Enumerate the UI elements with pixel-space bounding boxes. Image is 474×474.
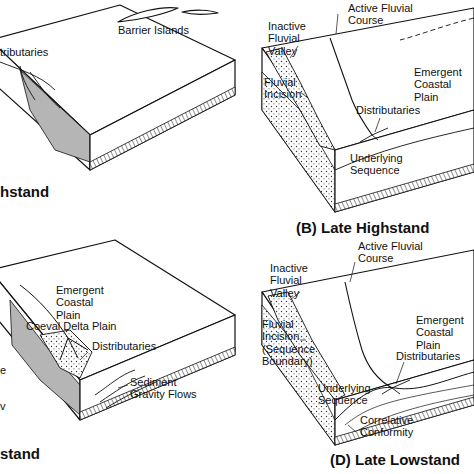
feature-label: Inactive Fluvial Valley bbox=[270, 262, 326, 299]
feature-label: Barrier Islands bbox=[118, 24, 208, 36]
feature-label: Emergent Coastal Plain bbox=[56, 284, 120, 321]
panel-b-block bbox=[262, 8, 474, 212]
leader-line bbox=[348, 425, 356, 432]
panel-d-block bbox=[262, 250, 474, 445]
feature-label: Distributaries bbox=[356, 104, 436, 116]
leader-line bbox=[375, 118, 380, 132]
feature-label: Fluvial Incision bbox=[264, 76, 312, 101]
leader-line bbox=[300, 340, 306, 341]
feature-label: Inactive Fluvial Valley bbox=[268, 20, 324, 57]
leader-line bbox=[118, 385, 128, 388]
left-face bbox=[0, 40, 90, 170]
feature-label: Underlying Sequence bbox=[318, 382, 378, 407]
feature-label: Distributaries bbox=[396, 350, 474, 362]
leader-line bbox=[80, 352, 88, 360]
panel-caption: stand bbox=[0, 446, 80, 463]
leader-line bbox=[396, 362, 404, 384]
feature-label: Fluvial Incision (Sequence Boundary) bbox=[262, 318, 320, 367]
feature-label: e bbox=[0, 364, 20, 376]
feature-label: Emergent Coastal Plain bbox=[414, 66, 470, 103]
feature-label: Emergent Coastal Plain bbox=[416, 314, 472, 351]
feature-label: Active Fluvial Course bbox=[348, 2, 420, 27]
leader-line bbox=[336, 14, 338, 34]
distributaries bbox=[360, 128, 388, 142]
shelf-slope bbox=[20, 70, 90, 162]
active-fluvial-course bbox=[330, 38, 372, 135]
basal-strata bbox=[90, 87, 235, 170]
feature-label: Correlative Conformity bbox=[360, 414, 440, 439]
feature-label: Active Fluvial Course bbox=[358, 240, 430, 265]
barrier-island bbox=[182, 10, 218, 14]
feature-label: tributaries bbox=[0, 46, 70, 58]
panel-caption: hstand bbox=[0, 184, 80, 201]
active-fluvial-course bbox=[345, 282, 392, 388]
shoreline-trace bbox=[400, 18, 474, 40]
feature-label: v bbox=[0, 400, 20, 412]
distributaries bbox=[382, 380, 410, 394]
panel-a-block bbox=[0, 5, 235, 170]
panel-caption: (B) Late Highstand bbox=[296, 220, 466, 237]
right-face bbox=[90, 60, 235, 170]
feature-label: Coeval Delta Plain bbox=[26, 320, 122, 332]
distributary-channels bbox=[0, 62, 60, 108]
panel-caption: (D) Late Lowstand bbox=[330, 452, 474, 469]
feature-label: Underlying Sequence bbox=[350, 152, 420, 177]
leader-line bbox=[350, 262, 355, 282]
left-face bbox=[262, 48, 335, 212]
feature-label: Distributaries bbox=[92, 340, 172, 352]
feature-label: Sediment Gravity Flows bbox=[130, 376, 214, 401]
panel-c-block bbox=[0, 240, 235, 420]
basal-strata bbox=[80, 347, 235, 420]
right-face bbox=[335, 110, 474, 212]
barrier-island bbox=[118, 8, 178, 22]
coeval-delta bbox=[40, 330, 92, 378]
